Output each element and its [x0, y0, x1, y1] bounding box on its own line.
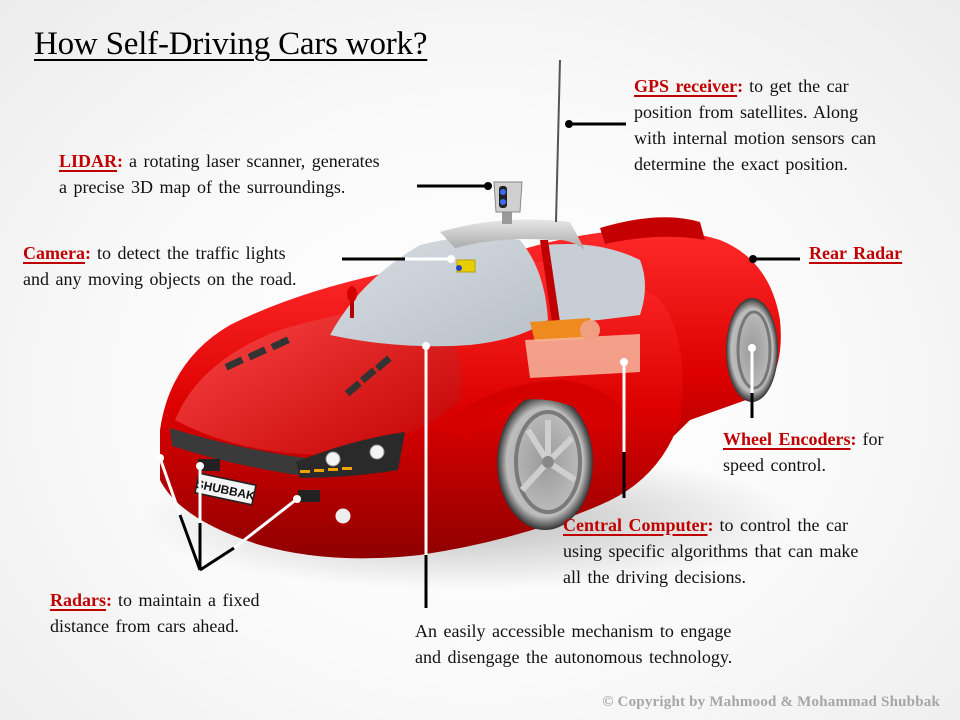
wheel-encoder-connector: [748, 344, 756, 418]
mechanism-callout: An easily accessible mechanism to engage…: [415, 618, 795, 670]
rear-spoiler: [600, 217, 705, 244]
radars-colon: :: [106, 590, 113, 610]
mechanism-connector: [422, 342, 430, 608]
gps-colon: :: [737, 76, 744, 96]
mechanism-line-2: and disengage the autonomous technology.: [415, 647, 733, 667]
lidar-colon: :: [117, 151, 124, 171]
wheel-encoders-line-1: for: [862, 429, 884, 449]
gps-term: GPS receiver: [634, 76, 738, 96]
gps-line-1: to get the car: [749, 76, 849, 96]
roof-rack: [440, 219, 585, 250]
camera-term: Camera: [23, 243, 85, 263]
headlight-left: [325, 451, 341, 467]
lidar-sensor: [493, 181, 523, 224]
side-mirror: [347, 286, 357, 318]
rear-radar-callout: Rear Radar: [809, 240, 902, 266]
radars-connector: [156, 454, 301, 572]
gps-callout: GPS receiver:to get the car position fro…: [634, 73, 954, 177]
gps-antenna: [555, 59, 561, 223]
mechanism-line-1: An easily accessible mechanism to engage: [415, 621, 732, 641]
side-window: [545, 244, 645, 325]
gps-connector: [565, 120, 626, 128]
lidar-callout: LIDAR:a rotating laser scanner, generate…: [59, 148, 439, 200]
gps-line-3: with internal motion sensors can: [634, 128, 876, 148]
front-radar-sensor-right: [298, 490, 320, 502]
lidar-connector: [417, 182, 492, 190]
lidar-line-1: a rotating laser scanner, generates: [129, 151, 380, 171]
headlight-right: [369, 444, 385, 460]
gps-line-2: position from satellites. Along: [634, 102, 858, 122]
wheel-encoders-callout: Wheel Encoders:for speed control.: [723, 426, 953, 478]
central-computer-line-1: to control the car: [719, 515, 848, 535]
camera-module: [456, 259, 476, 273]
radars-line-1: to maintain a fixed: [118, 590, 260, 610]
page-title: How Self-Driving Cars work?: [34, 26, 428, 62]
wheel-encoders-colon: :: [850, 429, 857, 449]
camera-connector: [342, 255, 455, 263]
central-computer-box: [525, 318, 640, 378]
camera-colon: :: [84, 243, 91, 263]
central-computer-connector: [620, 358, 628, 498]
radars-line-2: distance from cars ahead.: [50, 616, 239, 636]
a-pillar: [540, 240, 560, 322]
lidar-term: LIDAR: [59, 151, 118, 171]
copyright-notice: © Copyright by Mahmood & Mohammad Shubba…: [602, 694, 940, 710]
central-computer-colon: :: [707, 515, 714, 535]
central-computer-line-2: using specific algorithms that can make: [563, 541, 859, 561]
gps-line-4: determine the exact position.: [634, 154, 848, 174]
front-radar-sensor-center: [198, 459, 220, 471]
headlight-cluster: [296, 432, 405, 478]
front-fender: [440, 380, 630, 440]
windshield: [330, 236, 548, 347]
central-computer-line-3: all the driving decisions.: [563, 567, 746, 587]
central-computer-term: Central Computer: [563, 515, 708, 535]
camera-line-1: to detect the traffic lights: [96, 243, 286, 263]
radars-callout: Radars:to maintain a fixed distance from…: [50, 587, 350, 639]
central-computer-callout: Central Computer:to control the car usin…: [563, 512, 943, 590]
lidar-line-2: a precise 3D map of the surroundings.: [59, 177, 346, 197]
wheel-encoders-line-2: speed control.: [723, 455, 826, 475]
fog-light: [332, 505, 354, 527]
rear-radar-term: Rear Radar: [809, 243, 903, 263]
camera-callout: Camera:to detect the traffic lights and …: [23, 240, 353, 292]
front-grille: [170, 428, 320, 478]
rear-radar-connector: [749, 255, 800, 263]
hood-vents: [224, 336, 392, 397]
radars-term: Radars: [50, 590, 107, 610]
wheel-encoders-term: Wheel Encoders: [723, 429, 851, 449]
camera-line-2: and any moving objects on the road.: [23, 269, 297, 289]
